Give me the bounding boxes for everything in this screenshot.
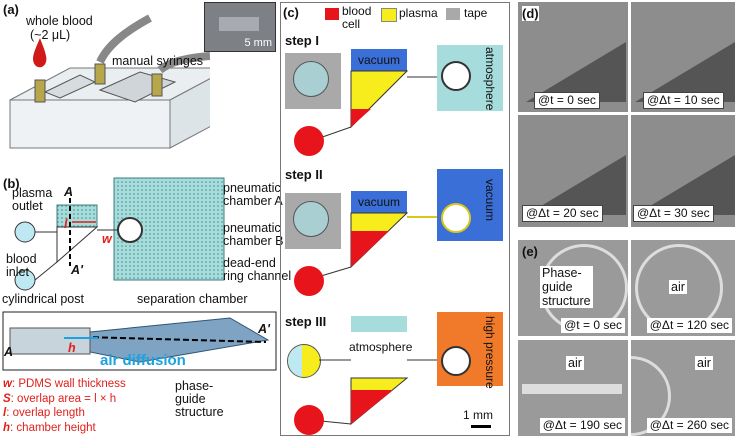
panel-a-label: (a): [3, 2, 19, 17]
a-prime-3d-marker: A': [258, 322, 270, 336]
pneumatic-chamber-b: high pressure: [437, 312, 503, 389]
frame-stamp: @Δt = 260 sec: [646, 418, 732, 433]
step-1-channels: [294, 70, 439, 156]
tape-legend-label: tape: [464, 6, 488, 20]
panel-b-label: (b): [3, 176, 20, 191]
frame-e1: Phase- guide structure @t = 0 sec: [518, 240, 628, 336]
frame-stamp: @Δt = 10 sec: [643, 92, 724, 109]
plasma-outlet-filled: [287, 344, 321, 378]
chamber-state-label: vacuum: [483, 179, 497, 222]
panel-c: (c) blood cell plasma tape step I vacuum…: [280, 2, 510, 436]
air-diffusion-label: air diffusion: [100, 352, 186, 369]
syringes-label: manual syringes: [112, 54, 204, 68]
legend-row: S: overlap area = l × h: [3, 392, 117, 405]
chamber-state-label: atmosphere: [483, 47, 497, 111]
phase-guide-label: phase- guide structure: [175, 379, 224, 419]
photo-scale-label: 5 mm: [244, 37, 273, 49]
a-marker: A: [64, 185, 74, 199]
frame-e2: air @Δt = 120 sec: [631, 240, 735, 336]
w-marker: w: [102, 232, 112, 246]
blood-volume-label: (~2 μL): [30, 28, 71, 42]
pneumatic-chamber-b: atmosphere: [437, 45, 503, 111]
a-prime-marker: A': [71, 263, 83, 277]
step-title: step II: [285, 167, 323, 182]
frame-tag: Phase- guide structure: [540, 266, 593, 308]
blood-swatch: [325, 8, 339, 20]
frame-tag: air: [695, 356, 713, 370]
variable-legend: w: PDMS wall thickness S: overlap area =…: [3, 377, 126, 435]
frame-d4: @Δt = 30 sec: [631, 115, 735, 227]
tape-swatch: [446, 8, 460, 20]
frame-stamp: @Δt = 20 sec: [522, 205, 603, 222]
panel-c-label: (c): [283, 5, 299, 20]
device-photo: 5 mm: [204, 2, 276, 52]
blood-legend-label: blood cell: [342, 4, 372, 31]
pneumatic-chamber-b: vacuum: [437, 169, 503, 241]
frame-stamp: @Δt = 30 sec: [633, 205, 714, 222]
frame-stamp: @Δt = 120 sec: [646, 318, 732, 333]
legend-row: w: PDMS wall thickness: [3, 378, 126, 390]
chamber-b-label: pneumatic chamber B: [223, 221, 284, 248]
vacuum-block: vacuum: [351, 49, 407, 71]
frame-d2: @Δt = 10 sec: [631, 2, 735, 112]
plasma-swatch: [381, 8, 397, 22]
legend-row: h: chamber height: [3, 421, 96, 434]
frame-tag: air: [566, 356, 584, 370]
frame-e4: air @Δt = 260 sec: [631, 340, 735, 436]
plasma-outlet-label: plasma outlet: [12, 186, 53, 213]
frame-tag: air: [669, 280, 687, 294]
frame-d1: @t = 0 sec: [518, 2, 628, 112]
panel-d-label: (d): [522, 6, 539, 21]
frame-stamp: @t = 0 sec: [561, 318, 625, 333]
l-marker: l: [64, 217, 68, 231]
separation-chamber-label: separation chamber: [137, 292, 248, 306]
step-title: step III: [285, 314, 327, 329]
vacuum-block: vacuum: [351, 191, 407, 213]
scale-bar: [471, 425, 491, 428]
panel-e-label: (e): [522, 244, 538, 259]
step-2-channels: [294, 212, 439, 296]
device-illustration: [9, 14, 210, 149]
step-title: step I: [285, 33, 319, 48]
tape-square: [285, 193, 341, 249]
plasma-legend-label: plasma: [399, 6, 438, 20]
blood-inlet-label: blood inlet: [6, 252, 37, 279]
cylindrical-post-label: cylindrical post: [2, 292, 84, 306]
legend-row: l: overlap length: [3, 407, 85, 419]
scale-bar-label: 1 mm: [463, 408, 493, 422]
frame-stamp: @Δt = 190 sec: [539, 418, 625, 433]
h-marker: h: [68, 341, 76, 355]
atmosphere-label: atmosphere: [347, 340, 415, 354]
frame-d3: @Δt = 20 sec: [518, 115, 628, 227]
frame-e3: air @Δt = 190 sec: [518, 340, 628, 436]
chamber-state-label: high pressure: [483, 316, 497, 389]
chamber-schematic: [2, 177, 277, 371]
a-3d-marker: A: [4, 345, 14, 359]
frame-stamp: @t = 0 sec: [534, 92, 600, 109]
tape-square: [285, 53, 341, 109]
chamber-a-label: pneumatic chamber A: [223, 181, 283, 208]
tape-block: [351, 316, 407, 332]
whole-blood-label: whole blood: [26, 14, 93, 28]
step-3-channels: [294, 359, 439, 435]
